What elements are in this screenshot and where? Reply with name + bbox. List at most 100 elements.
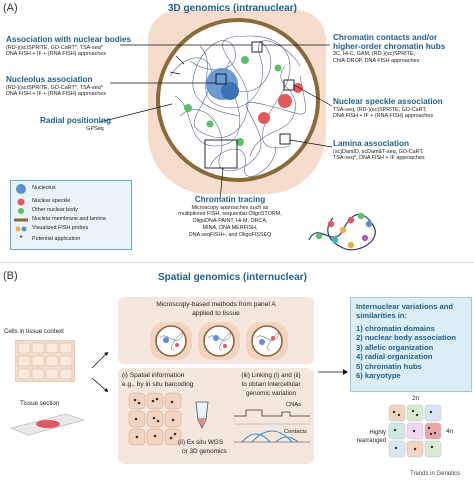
tracing-methods-1: Microscopy approaches such as <box>191 204 269 211</box>
tissue-cell <box>17 355 31 367</box>
radial-title: Radial positioning <box>40 116 111 125</box>
summary-title-2: similarities in: <box>356 311 408 321</box>
tissue-nucleus <box>251 325 283 357</box>
radial-methods: GPSeq <box>86 125 104 132</box>
summary-item: 3) allelic organization <box>356 342 434 352</box>
legend-label-membrane: Nuclear membrane and lamina <box>32 216 106 222</box>
tissue-chromatin <box>159 332 184 351</box>
barcoded-cell <box>146 410 164 428</box>
tissue-nucleolus <box>213 335 219 341</box>
other-body-shape <box>184 104 192 112</box>
footer-journal: Trends in Genetics <box>410 471 461 477</box>
tissue-cell <box>45 355 59 367</box>
fish-probe-bead <box>347 216 355 224</box>
tissue-cell <box>45 368 59 380</box>
legend-swatch-fish <box>15 226 21 232</box>
chromosome-dot <box>429 432 433 436</box>
barcode-dot <box>173 432 177 436</box>
nucleus-illustration <box>156 18 320 182</box>
tissue-speckle <box>271 336 275 340</box>
karyotype-cell <box>424 440 442 458</box>
nuclear-membrane <box>156 18 320 182</box>
tracing-methods-2: multiplexed FISH, sequential OligoSTORM, <box>178 211 282 218</box>
barcode-dot <box>137 401 141 405</box>
tissue-cell <box>31 355 45 367</box>
radial-tick <box>169 71 181 75</box>
fish-probe-bead <box>361 234 369 242</box>
label-tracing: Chromatin tracing Microscopy approaches … <box>160 195 300 238</box>
lamina-title: Lamina association <box>333 139 409 148</box>
arrow-down <box>91 377 109 393</box>
chromosome-dot <box>413 447 417 451</box>
other-body-shape <box>206 120 214 128</box>
cna-trace <box>234 409 310 417</box>
summary-title-1: Internuclear variations and <box>356 302 454 311</box>
contact-arc <box>275 436 299 443</box>
speckle-shape <box>278 94 292 108</box>
lamina-methods-2: TSA-seq*, DNA FISH + IF approaches <box>333 155 425 162</box>
tissue-speckle <box>175 343 179 347</box>
nuclear-bodies-methods-1: (RD-)(sc)SPRITE, GO-CaRT*, TSA-seq* <box>6 44 103 51</box>
label-nucleolus: Nucleolus association (RD-)(sc)SPRITE, G… <box>6 75 156 98</box>
tissue-nucleus <box>155 325 187 357</box>
variation-summary-box: Internuclear variations and similarities… <box>350 297 472 392</box>
contact-arc <box>241 433 271 443</box>
lamina-methods-1: (sc)DamID, scDam&T-seq, GO-CaRT, <box>333 148 424 155</box>
karyotype-cell <box>388 440 406 458</box>
summary-item: 6) karyotype <box>356 371 401 381</box>
chromosome-dot <box>411 409 415 413</box>
connector-line <box>99 103 173 123</box>
speckle-shape <box>258 112 270 124</box>
legend-swatch-other-body <box>18 208 24 214</box>
arrowhead <box>104 352 108 356</box>
nuclear-bodies-methods-2: DNA FISH + IF + (RNA FISH) approaches <box>6 51 107 58</box>
legend-swatch-asterisk: * <box>19 234 22 243</box>
tracing-methods-4: MINA, DNA MERFISH, <box>202 224 258 231</box>
panel-divider <box>0 262 474 263</box>
speckle-title: Nuclear speckle association <box>333 97 443 106</box>
fish-probe-bead <box>327 220 335 228</box>
karyotype-cell <box>388 404 406 422</box>
barcode-dot <box>152 416 156 420</box>
legend-swatch-nucleolus <box>16 184 26 194</box>
legend-swatch-fish <box>21 226 27 232</box>
tissue-cell <box>59 368 73 380</box>
barcoded-cell <box>164 428 182 446</box>
barcode-dot <box>153 434 157 438</box>
fish-probe-bead <box>347 241 355 249</box>
fish-probe-bead <box>315 232 323 240</box>
tissue-cell <box>17 368 31 380</box>
panel-b-title: Spatial genomics (internuclear) <box>158 272 307 283</box>
label-radial: Radial positioning GPSeq <box>40 116 150 132</box>
tissue-cell <box>31 368 45 380</box>
panel-a-title: 3D genomics (intranuclear) <box>168 3 297 14</box>
karyotype-grid-illustration <box>388 404 442 458</box>
microscopy-label-1: Microscopy-based methods from panel A <box>156 301 276 308</box>
cells-grid-illustration <box>15 340 75 382</box>
tissue-cell <box>45 342 59 354</box>
exsitu-label-2: or 3D genomics <box>182 448 227 455</box>
zoom-box <box>279 133 291 145</box>
barcoded-cell <box>146 392 164 410</box>
rearranged-label-2: rearranged <box>356 438 386 444</box>
cnas-label: CNAs <box>286 402 302 408</box>
rearranged-label-1: Highly <box>369 430 386 436</box>
tissue-nucleolus <box>259 339 265 345</box>
cnas-contacts-illustration <box>234 409 310 443</box>
legend-label-nucleolus: Nucleolus <box>32 185 56 191</box>
fish-probe-bead <box>365 220 373 228</box>
barcode-dot <box>156 419 160 423</box>
chromosome-dot <box>394 446 398 450</box>
karyotype-cell <box>406 404 424 422</box>
contacts-title-2: higher-order chromatin hubs <box>333 41 446 51</box>
tissue-speckle <box>223 344 227 348</box>
label-speckle: Nuclear speckle association TSA-seq, (RD… <box>333 97 473 120</box>
barcode-dot <box>135 435 139 439</box>
panel-a-letter: (A) <box>3 2 18 14</box>
barcode-dot <box>169 436 173 440</box>
spatial-info-1: (i) Spatial information <box>122 372 185 379</box>
tissue-stain <box>36 420 60 428</box>
tracing-beads-illustration <box>308 212 376 251</box>
chromosome-dot <box>433 431 437 435</box>
connector-line <box>293 84 333 107</box>
